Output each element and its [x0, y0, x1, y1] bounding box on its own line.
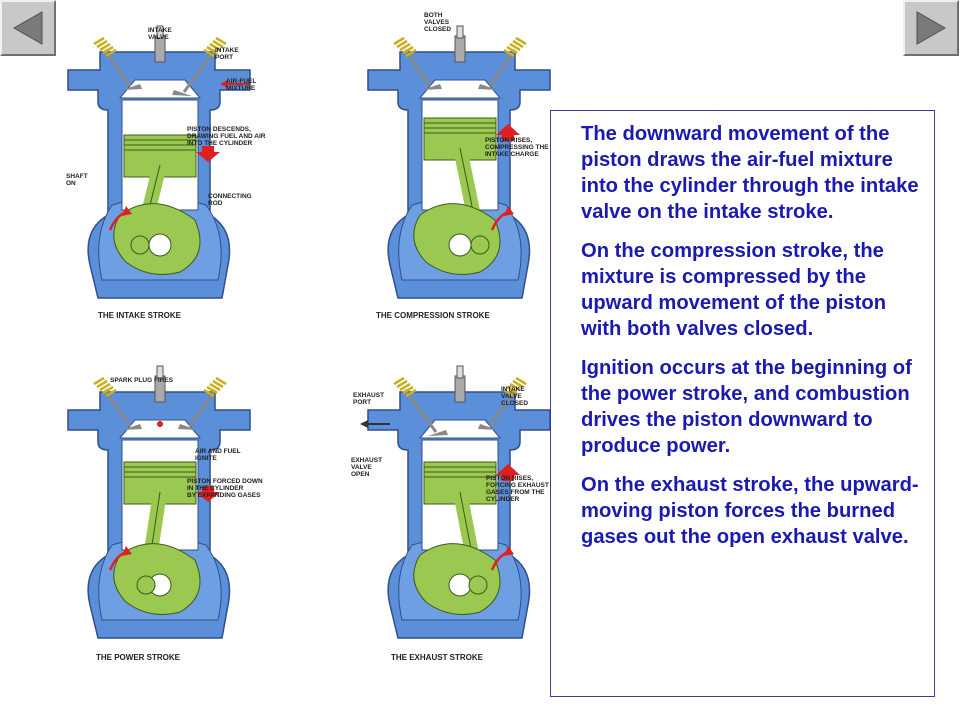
- both-valves-closed-label: BOTH VALVES CLOSED: [424, 12, 452, 33]
- exhaust-valve-open-label: EXHAUST VALVE OPEN: [351, 457, 383, 478]
- air-fuel-ignite-label: AIR AND FUEL IGNITE: [195, 448, 241, 462]
- intake-stroke-diagram: INTAKE VALVE INTAKE PORT AIR-FUEL MIXTUR…: [60, 25, 270, 330]
- piston-forced-down-label: PISTON FORCED DOWN IN THE CYLINDER BY EX…: [187, 478, 263, 499]
- shaft-label: SHAFT ON: [66, 173, 88, 187]
- compression-stroke-diagram: BOTH VALVES CLOSED PISTON RISES, COMPRES…: [360, 12, 570, 330]
- exhaust-stroke-diagram: EXHAUST PORT EXHAUST VALVE OPEN INTAKE V…: [351, 365, 570, 670]
- power-description: Ignition occurs at the beginning of the …: [581, 357, 912, 457]
- compression-description: On the compression stroke, the mixture i…: [581, 240, 887, 340]
- intake-valve-label: INTAKE VALVE: [148, 27, 172, 41]
- next-slide-button[interactable]: [903, 0, 959, 56]
- exhaust-description: On the exhaust stroke, the upward-moving…: [581, 474, 919, 548]
- air-fuel-mixture-label: AIR-FUEL MIXTURE: [226, 78, 257, 92]
- exhaust-port-label: EXHAUST PORT: [353, 392, 385, 406]
- intake-valve-closed-label: INTAKE VALVE CLOSED: [501, 386, 529, 407]
- engine-cutaway-drawing: [67, 25, 251, 299]
- exhaust-stroke-caption: THE EXHAUST STROKE: [391, 653, 484, 662]
- intake-port-label: INTAKE PORT: [215, 47, 239, 61]
- power-stroke-caption: THE POWER STROKE: [96, 653, 181, 662]
- previous-slide-button[interactable]: [0, 0, 56, 56]
- triangle-left-icon: [12, 11, 43, 45]
- engine-cutaway-drawing: [367, 25, 551, 299]
- exhaust-piston-rises-label: PISTON RISES, FORCING EXHAUST GASES FROM…: [486, 475, 549, 503]
- description-box: The downward movement of the piston draw…: [550, 110, 935, 697]
- spark-plug-fires-label: SPARK PLUG FIRES: [110, 377, 174, 384]
- engine-cutaway-drawing: [360, 365, 551, 639]
- connecting-rod-label: CONNECTING ROD: [208, 193, 252, 207]
- compression-stroke-caption: THE COMPRESSION STROKE: [376, 311, 490, 320]
- intake-description: The downward movement of the piston draw…: [581, 123, 919, 223]
- triangle-right-icon: [916, 11, 947, 45]
- piston-descends-label: PISTON DESCENDS, DRAWING FUEL AND AIR IN…: [187, 126, 266, 147]
- power-stroke-diagram: SPARK PLUG FIRES AIR AND FUEL IGNITE PIS…: [60, 365, 270, 670]
- intake-stroke-caption: THE INTAKE STROKE: [98, 311, 181, 320]
- piston-rises-label: PISTON RISES, COMPRESSING THE INTAKE CHA…: [485, 137, 549, 158]
- engine-cutaway-drawing: [67, 365, 251, 639]
